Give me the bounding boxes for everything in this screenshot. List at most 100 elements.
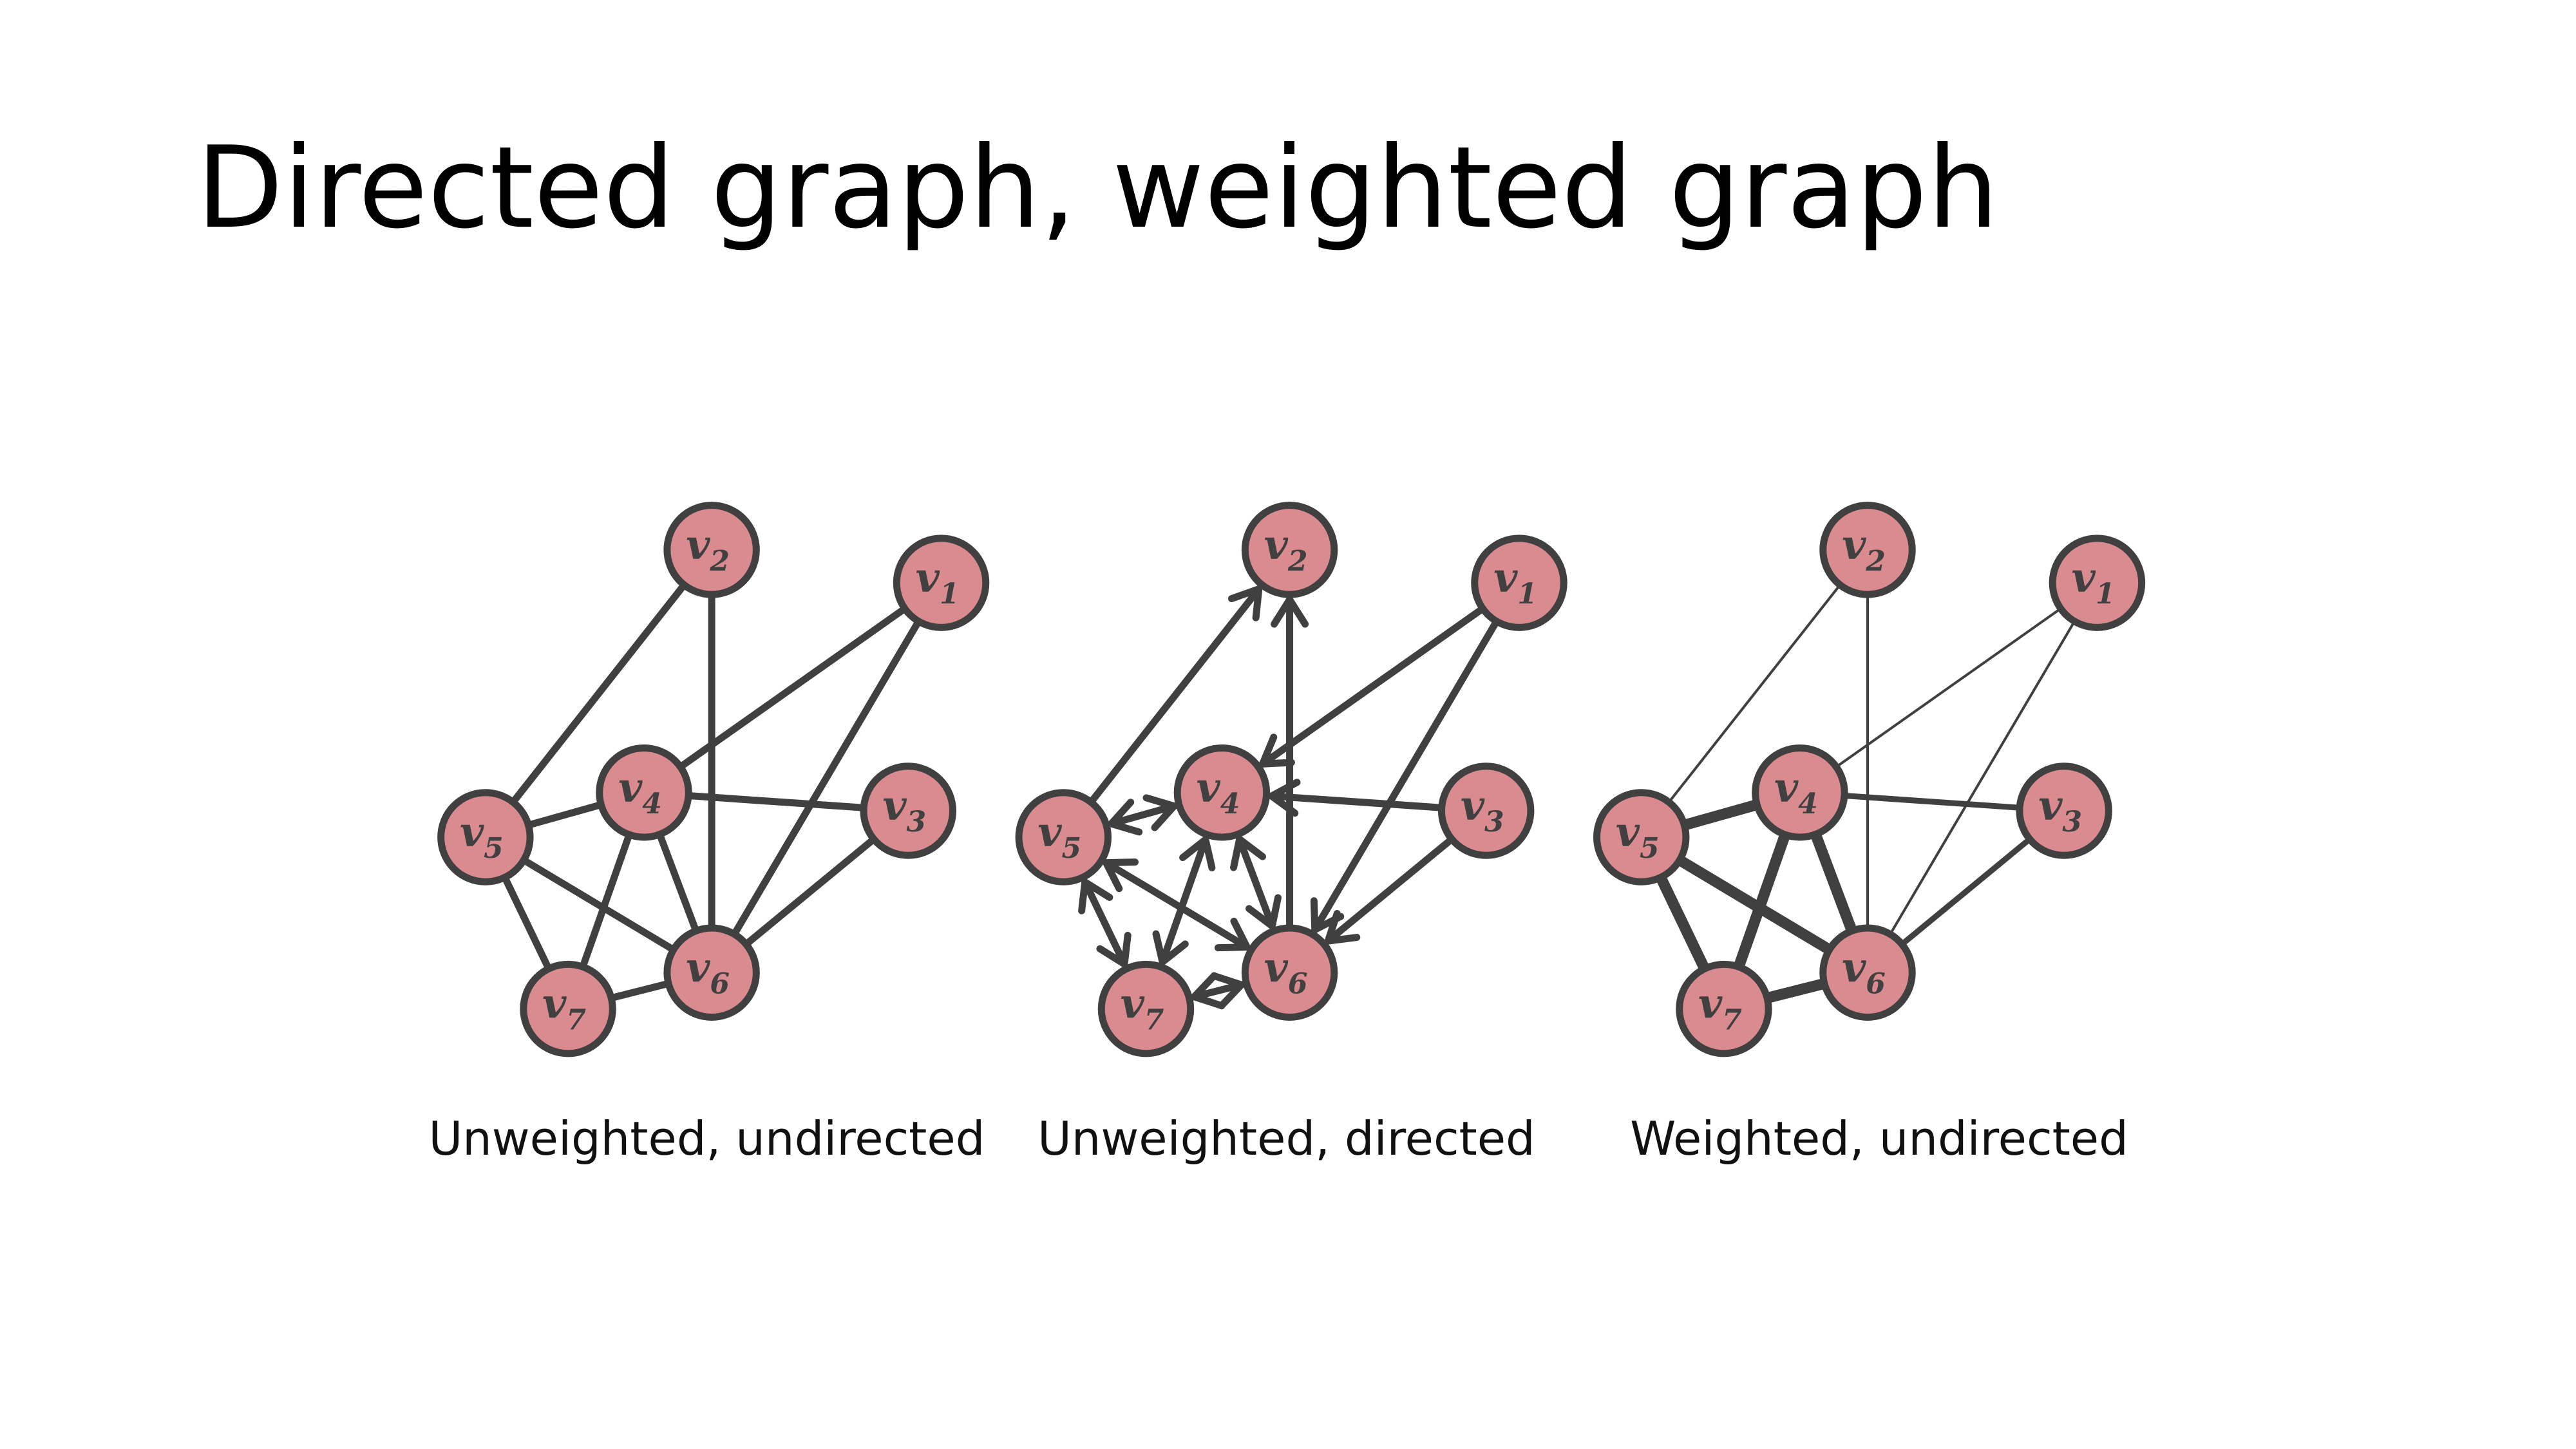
edge-v6-v7 — [1190, 981, 1245, 1001]
node-v1: v1 — [893, 535, 990, 631]
node-v4: v4 — [1173, 744, 1271, 841]
node-label: v5 — [460, 808, 504, 865]
node-label: v6 — [1842, 943, 1886, 1000]
node-v2: v2 — [1819, 502, 1916, 598]
edge-v4-v6 — [1236, 835, 1276, 930]
node-v7: v7 — [1676, 960, 1772, 1057]
node-circle — [663, 924, 760, 1021]
arrowhead-v3-v4-end — [1267, 779, 1301, 817]
graph-3: v1 v2 v3 v4 v5 v6 v7 — [1593, 502, 2146, 1057]
node-label: v3 — [1461, 782, 1504, 838]
arrowhead-v5-v6-end — [1214, 917, 1251, 952]
node-v7: v7 — [520, 960, 616, 1057]
arrowhead-v5-v2-end — [1227, 585, 1263, 621]
node-circle — [1097, 960, 1195, 1057]
edge-v5-v2 — [1087, 585, 1263, 806]
arrowhead-v6-v2-end — [1271, 596, 1309, 628]
node-label: v7 — [1121, 980, 1164, 1037]
node-label: v4 — [1197, 764, 1240, 820]
arrowhead-v3-v6-end — [1324, 909, 1361, 945]
node-label: v6 — [1264, 943, 1308, 1000]
node-circle — [596, 744, 692, 841]
edge-v3-v6 — [1324, 835, 1455, 945]
node-circle — [520, 960, 616, 1057]
arrowhead-v5-v7-start — [1078, 878, 1113, 914]
edge-v1-v6 — [1866, 582, 2099, 974]
node-v3: v3 — [1437, 762, 1535, 859]
arrowhead-v4-v5-start — [1142, 794, 1178, 831]
node-v2: v2 — [1241, 502, 1338, 598]
edge-v2-v5 — [1640, 548, 1869, 838]
caption-unweighted-directed: Unweighted, directed — [1037, 1112, 1535, 1166]
edge-v1-v6 — [708, 579, 945, 976]
edge-v3-v4 — [1267, 792, 1446, 811]
arrowhead-v4-v7-end — [1152, 930, 1189, 966]
node-v6: v6 — [1819, 924, 1916, 1021]
node-circle — [1241, 502, 1338, 598]
node-label: v1 — [916, 554, 960, 611]
node-circle — [2049, 535, 2146, 631]
node-label: v2 — [1842, 521, 1886, 578]
node-label: v3 — [2038, 782, 2082, 838]
node-label: v2 — [686, 521, 730, 578]
edge-v1-v4 — [1259, 605, 1486, 768]
node-circle — [663, 502, 760, 598]
edges — [1078, 585, 1501, 1010]
arrowhead-v4-v7-start — [1179, 836, 1216, 871]
node-label: v2 — [1264, 521, 1308, 578]
node-v5: v5 — [437, 789, 534, 886]
arrowhead-v4-v6-end — [1245, 894, 1282, 930]
node-circle — [1819, 924, 1916, 1021]
edge-v2-v5 — [482, 546, 715, 841]
node-circle — [437, 789, 534, 886]
node-label: v6 — [686, 943, 730, 1000]
node-label: v1 — [1493, 554, 1537, 611]
arrowhead-v5-v6-start — [1103, 858, 1139, 893]
node-circle — [1015, 789, 1112, 886]
node-v4: v4 — [1752, 744, 1848, 841]
node-label: v1 — [2072, 554, 2116, 611]
arrowhead-v4-v5-end — [1108, 799, 1143, 836]
node-v3: v3 — [860, 762, 956, 859]
node-v6: v6 — [663, 924, 760, 1021]
arrowhead-v1-v4-end — [1259, 734, 1295, 768]
node-v4: v4 — [596, 744, 692, 841]
arrowhead-v6-v7-end — [1190, 972, 1226, 1010]
arrowhead-v5-v7-end — [1096, 931, 1132, 968]
node-v1: v1 — [2049, 535, 2146, 631]
edge-v5-v6 — [1103, 859, 1251, 951]
edge-v4-v5 — [1108, 802, 1178, 828]
slide-title: Directed graph, weighted graph — [196, 123, 1999, 254]
node-label: v3 — [882, 782, 926, 838]
node-label: v7 — [1698, 980, 1742, 1037]
node-v3: v3 — [2016, 762, 2112, 859]
node-v2: v2 — [663, 502, 760, 598]
edge-v1-v6 — [1311, 618, 1501, 934]
node-circle — [860, 762, 956, 859]
arrowhead-v4-v6-start — [1230, 835, 1266, 871]
arrowhead-v6-v7-start — [1210, 972, 1245, 1010]
edge-v1-v4 — [1798, 582, 2099, 794]
node-v5: v5 — [1593, 789, 1690, 886]
node-label: v4 — [618, 764, 662, 820]
node-label: v5 — [1037, 808, 1081, 865]
graph-1: v1 v2 v3 v4 v5 v6 v7 — [437, 502, 990, 1057]
node-circle — [1593, 789, 1690, 886]
graph-2: v1 v2 v3 v4 v5 v6 v7 — [1015, 502, 1567, 1057]
caption-weighted-undirected: Weighted, undirected — [1630, 1112, 2128, 1166]
node-circle — [1676, 960, 1772, 1057]
node-circle — [1819, 502, 1916, 598]
node-v7: v7 — [1097, 960, 1195, 1057]
node-circle — [1437, 762, 1535, 859]
node-circle — [893, 535, 990, 631]
caption-unweighted-undirected: Unweighted, undirected — [428, 1112, 985, 1166]
node-label: v4 — [1774, 764, 1818, 820]
edge-v4-v7 — [1159, 836, 1209, 966]
node-circle — [2016, 762, 2112, 859]
node-circle — [1471, 535, 1567, 631]
edge-v1-v4 — [640, 579, 945, 797]
node-v6: v6 — [1241, 924, 1338, 1021]
node-circle — [1173, 744, 1271, 841]
node-v5: v5 — [1015, 789, 1112, 886]
node-circle — [1752, 744, 1848, 841]
